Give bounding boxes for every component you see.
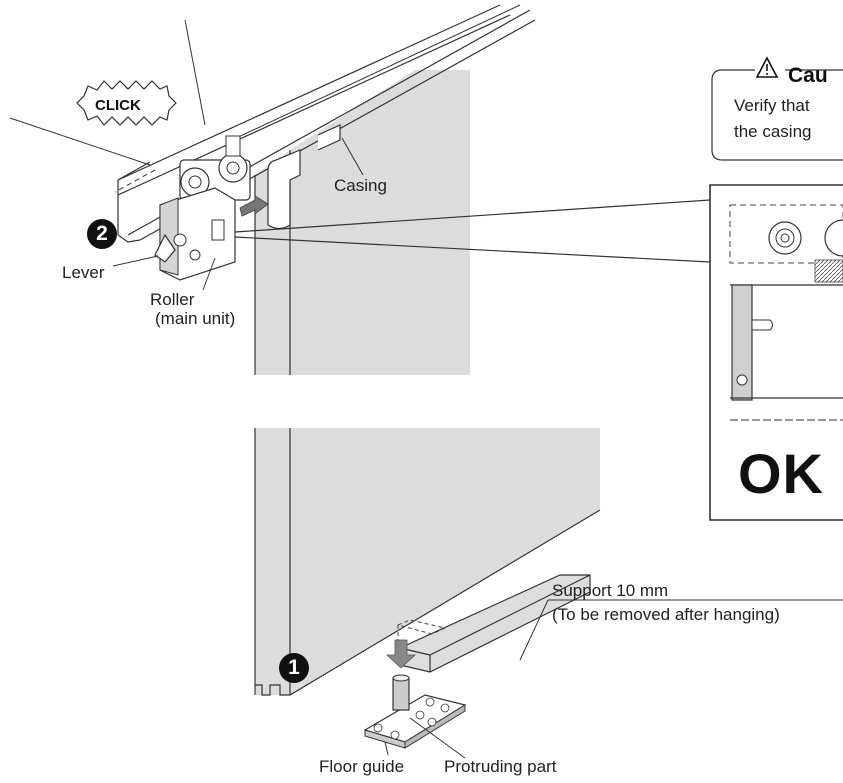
roller-label: Roller: [150, 290, 195, 309]
floor-guide-label: Floor guide: [319, 757, 405, 776]
protruding-part-label: Protruding part: [444, 757, 557, 776]
click-label: CLICK: [95, 97, 141, 114]
roller-unit: [154, 135, 251, 281]
step-1-badge: 1: [279, 653, 309, 683]
support-note: (To be removed after hanging): [552, 605, 780, 624]
warning-icon: [755, 56, 779, 78]
door-panel-lower: [254, 428, 601, 696]
support-label: Support 10 mm: [552, 581, 669, 600]
label-leaders: [112, 199, 711, 291]
floor-guide-arrow: [385, 639, 417, 669]
roller-sublabel: (main unit): [155, 309, 236, 328]
detail-box: [709, 184, 843, 521]
step-2-badge: 2: [87, 219, 117, 249]
ok-label: OK: [738, 442, 824, 505]
caution-text-line1: Verify that: [734, 96, 810, 115]
caution-text-line2: the casing: [734, 122, 812, 141]
lever-label: Lever: [62, 263, 105, 282]
casing-label: Casing: [334, 176, 387, 195]
floor-guide-leaders: [384, 717, 466, 759]
push-arrow: [239, 195, 269, 217]
caution-title: Cau: [788, 64, 828, 87]
casing-bracket: [267, 124, 364, 230]
click-burst: [9, 19, 206, 166]
floor-guide: [363, 674, 467, 749]
